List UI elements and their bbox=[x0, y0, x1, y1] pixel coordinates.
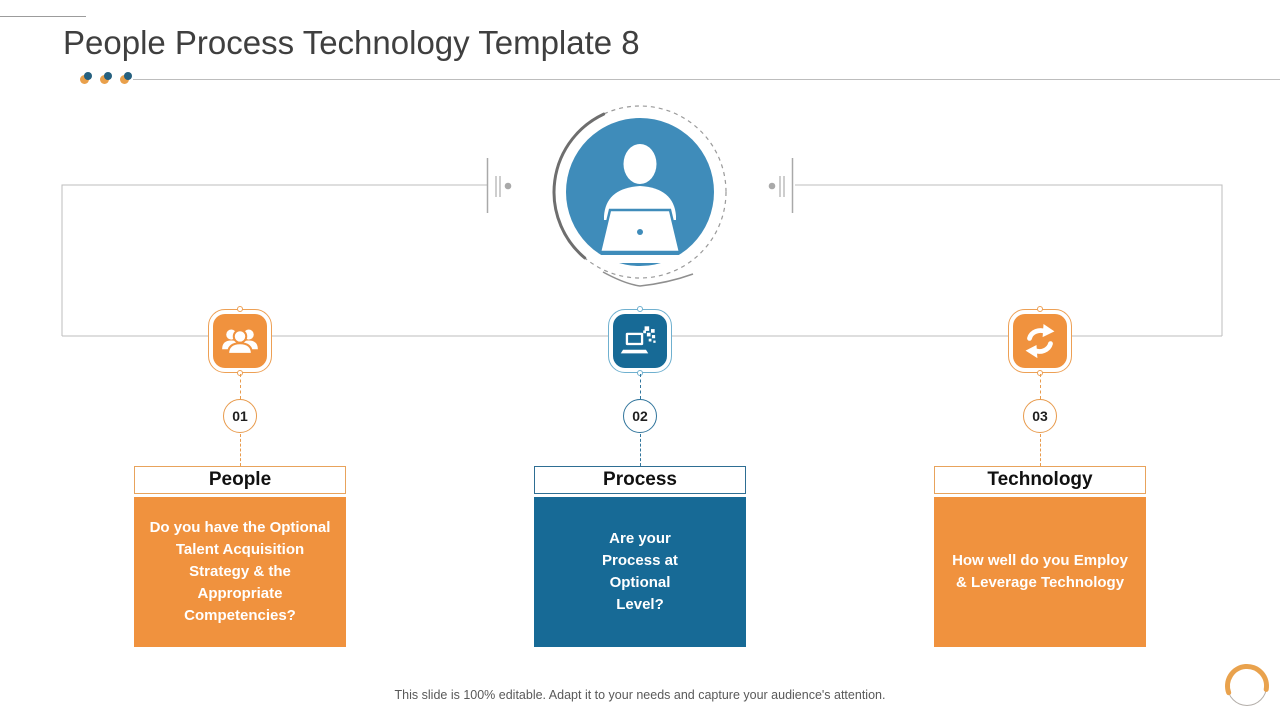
right-tick-marks bbox=[768, 158, 794, 213]
technology-header: Technology bbox=[934, 466, 1146, 494]
left-tick-marks bbox=[486, 158, 512, 213]
step-number-badge: 02 bbox=[623, 399, 657, 433]
people-description: Do you have the Optional Talent Acquisit… bbox=[149, 519, 331, 624]
technology-description: How well do you Employ & Leverage Techno… bbox=[952, 552, 1128, 591]
dot-orange-half bbox=[120, 75, 129, 84]
process-header: Process bbox=[534, 466, 746, 494]
dashed-connector bbox=[640, 434, 641, 466]
dot-blue-half bbox=[104, 72, 112, 80]
connector-dot bbox=[637, 306, 643, 312]
person-at-laptop-icon bbox=[566, 118, 714, 266]
accent-dot bbox=[80, 72, 92, 84]
sync-arrows-icon bbox=[1013, 314, 1067, 368]
accent-dot bbox=[100, 72, 112, 84]
top-left-accent-line bbox=[0, 16, 86, 17]
dashed-connector bbox=[1040, 374, 1041, 399]
slide-title: People Process Technology Template 8 bbox=[63, 24, 640, 61]
process-description: Are your Process at Optional Level? bbox=[602, 530, 678, 613]
connector-dot bbox=[1037, 306, 1043, 312]
step-number-badge: 03 bbox=[1023, 399, 1057, 433]
connector-dot bbox=[237, 306, 243, 312]
people-header: People bbox=[134, 466, 346, 494]
people-group-icon bbox=[213, 314, 267, 368]
dashed-connector bbox=[240, 374, 241, 399]
process-icon-node bbox=[608, 306, 672, 376]
people-icon-node bbox=[208, 306, 272, 376]
laptop-digital-icon bbox=[613, 314, 667, 368]
dot-blue-half bbox=[124, 72, 132, 80]
technology-icon-node bbox=[1008, 306, 1072, 376]
laptop-touchpad-dot bbox=[637, 229, 643, 235]
dot-blue-half bbox=[84, 72, 92, 80]
process-description-box: Are your Process at Optional Level? bbox=[534, 497, 746, 647]
dot-orange-half bbox=[80, 75, 89, 84]
footer-note: This slide is 100% editable. Adapt it to… bbox=[394, 688, 886, 702]
dashed-connector bbox=[1040, 434, 1041, 466]
title-underline bbox=[133, 79, 1280, 80]
technology-description-box: How well do you Employ & Leverage Techno… bbox=[934, 497, 1146, 647]
dashed-connector bbox=[640, 374, 641, 399]
dot-orange-half bbox=[100, 75, 109, 84]
center-chevron bbox=[602, 271, 694, 287]
step-number-badge: 01 bbox=[223, 399, 257, 433]
dashed-connector bbox=[240, 434, 241, 466]
accent-dot bbox=[120, 72, 132, 84]
title-accent-dots bbox=[80, 72, 132, 86]
people-description-box: Do you have the Optional Talent Acquisit… bbox=[134, 497, 346, 647]
